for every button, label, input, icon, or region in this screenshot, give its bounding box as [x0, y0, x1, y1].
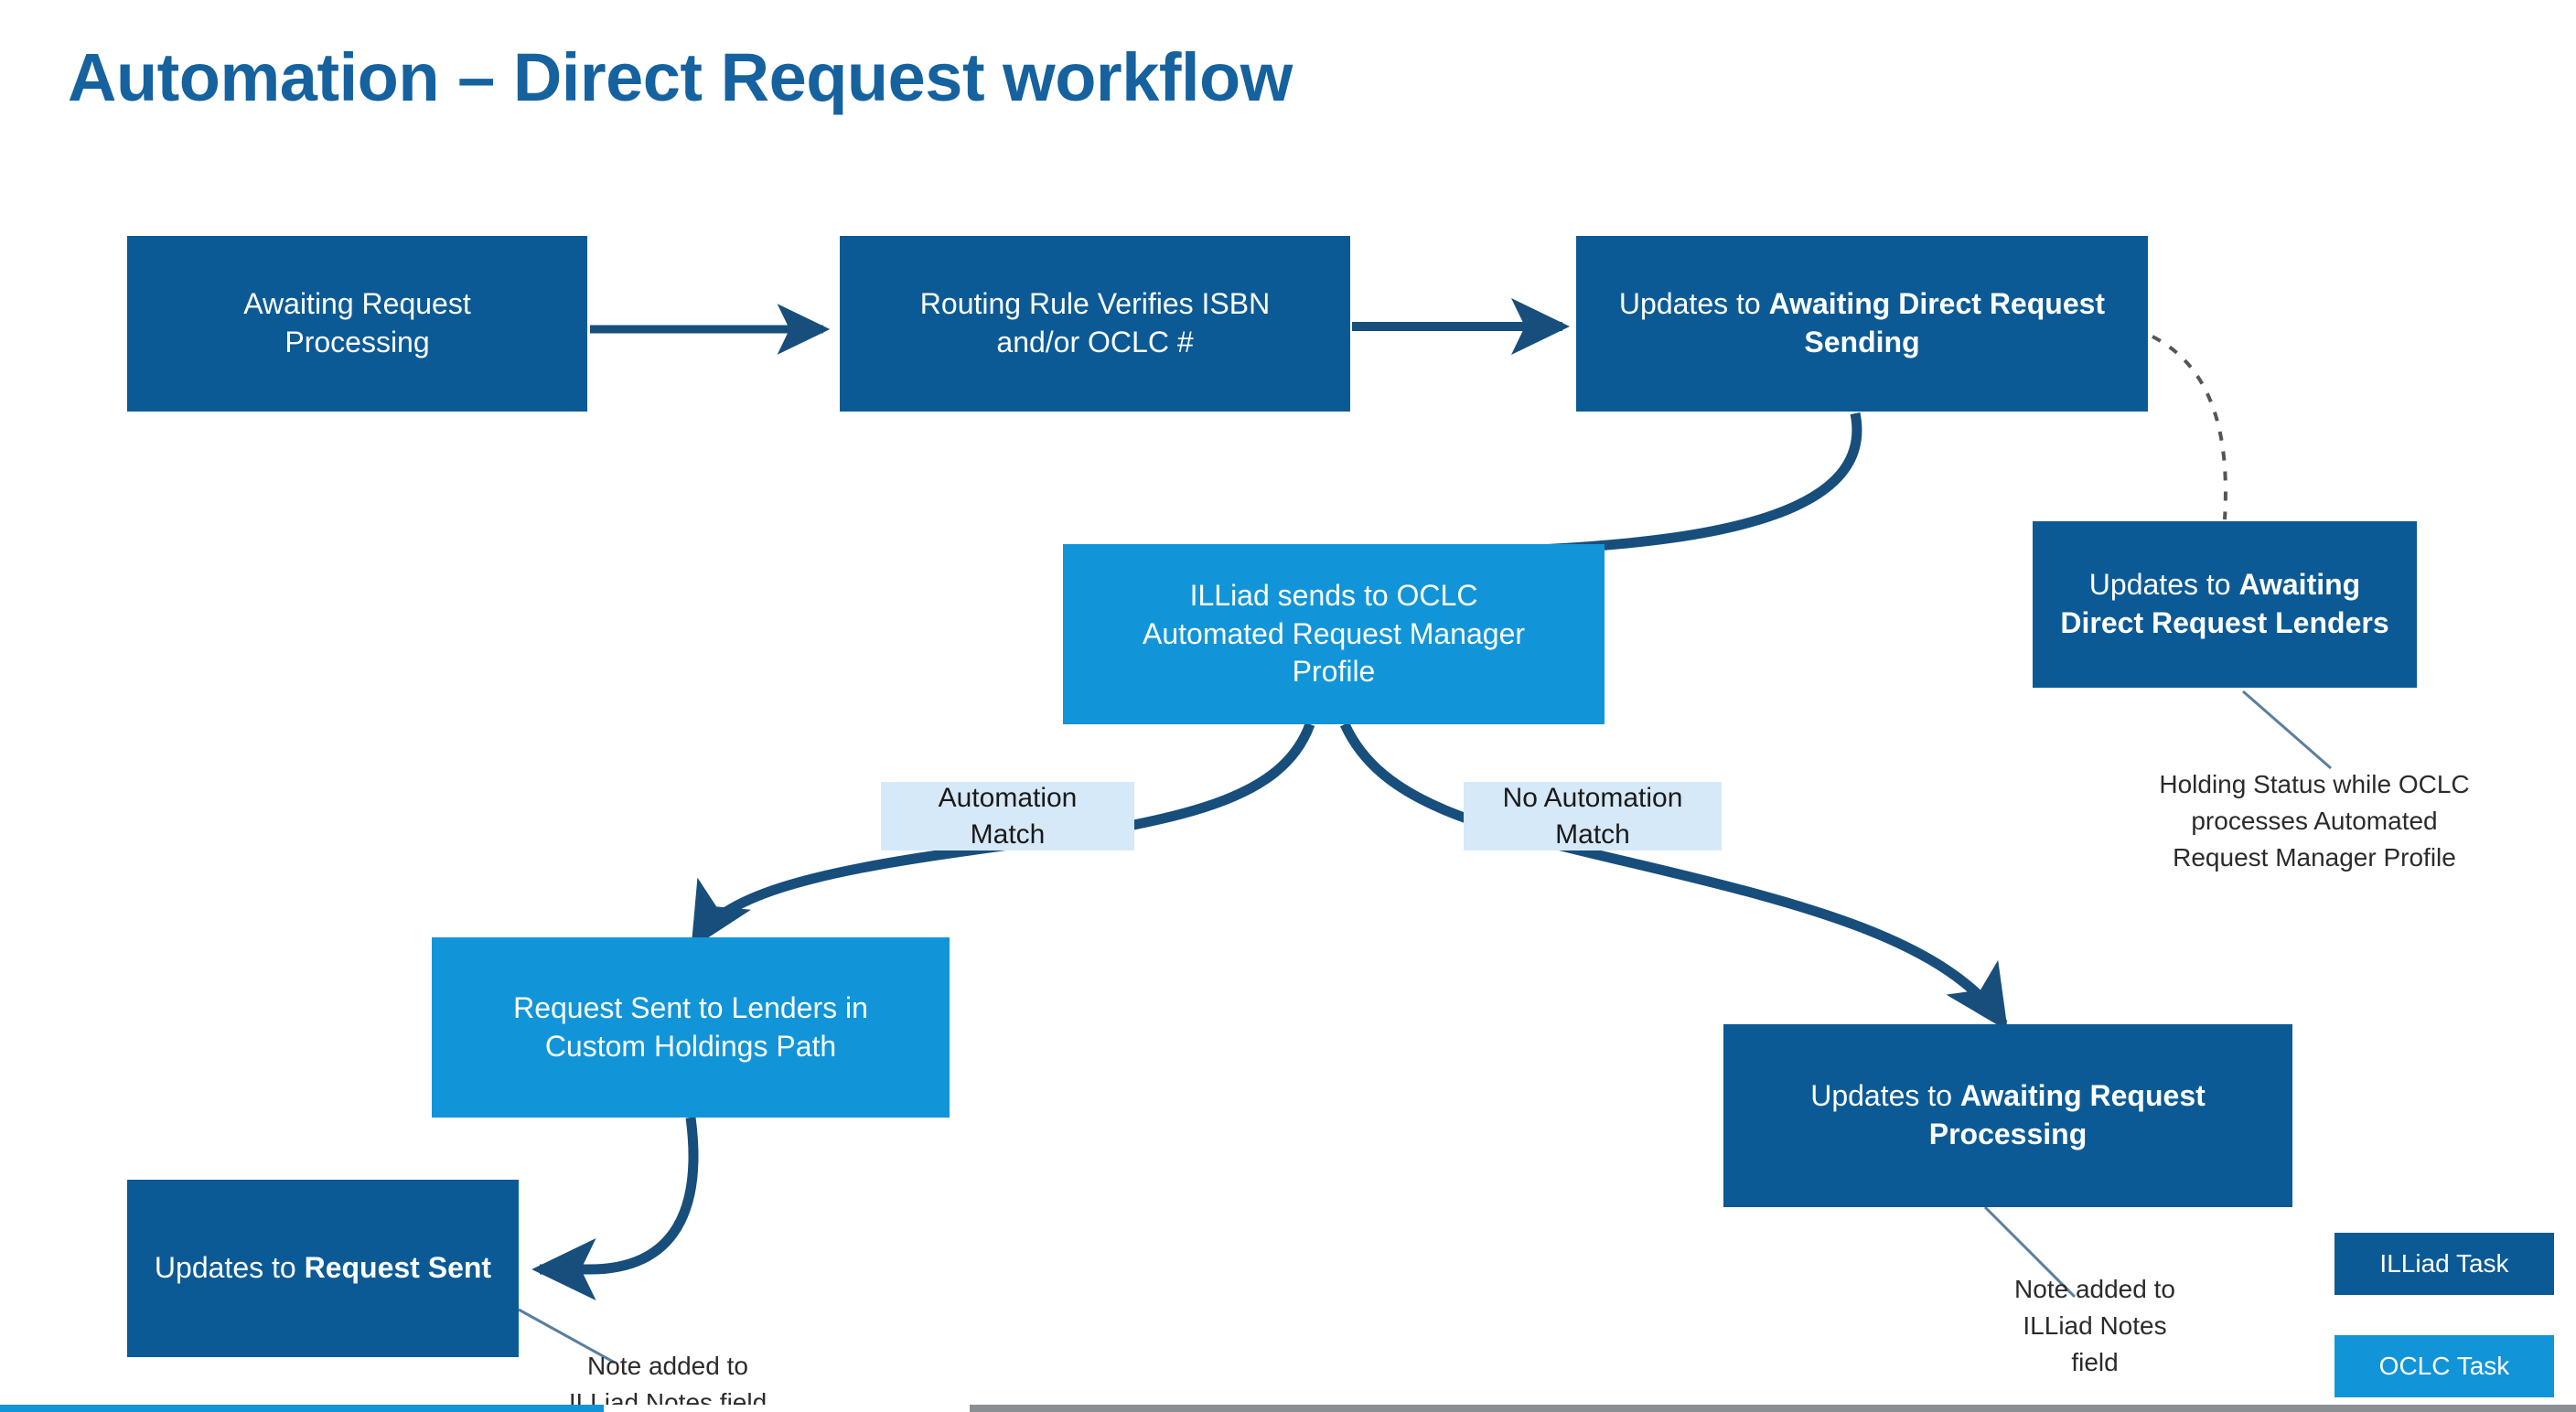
node-bold: Request Sent [304, 1251, 492, 1285]
node-line-1: Request Sent to Lenders in [513, 990, 868, 1024]
node-updates-awaiting-request-processing[interactable]: Updates to Awaiting Request Processing [1723, 1024, 2292, 1207]
node-awaiting-direct-request-lenders[interactable]: Updates to Awaiting Direct Request Lende… [2033, 521, 2417, 688]
slide-bottom-bar [0, 1405, 2576, 1412]
node-line-2: Automated Request Manager [1142, 616, 1526, 650]
annotation-holding-status: Holding Status while OCLC processes Auto… [2159, 770, 2470, 872]
node-line-3: Profile [1292, 655, 1376, 689]
annotation-note-left: Note added to ILLiad Notes field [568, 1352, 767, 1412]
node-line-1: Routing Rule Verifies ISBN [919, 287, 1271, 321]
arrow-no-automation-match [1339, 722, 2008, 1032]
node-line-2: Processing [284, 326, 430, 358]
node-routing-rule[interactable]: Routing Rule Verifies ISBN and/or OCLC # [840, 236, 1350, 412]
node-prefix: Updates to [1810, 1079, 1960, 1113]
node-prefix: Updates to [2088, 568, 2239, 602]
node-prefix: Updates to [1618, 287, 1769, 321]
branch-label-automation-match: Automation Match [881, 782, 1134, 850]
legend-illiad-task: ILLiad Task [2334, 1233, 2554, 1295]
arrow-lenders-to-request-sent [531, 1117, 699, 1301]
node-line-1: Awaiting Request [243, 287, 471, 321]
node-line-2: and/or OCLC # [996, 326, 1194, 358]
branch-label-text: No Automation Match [1502, 782, 1683, 850]
branch-label-no-automation-match: No Automation Match [1464, 782, 1722, 850]
node-awaiting-direct-request-sending[interactable]: Updates to Awaiting Direct Request Sendi… [1576, 236, 2148, 412]
legend-label: ILLiad Task [2379, 1249, 2509, 1278]
bottom-bar-segment-gap [604, 1405, 970, 1412]
node-request-sent-to-lenders[interactable]: Request Sent to Lenders in Custom Holdin… [432, 937, 950, 1118]
leader-holding-status [2242, 690, 2332, 770]
node-prefix: Updates to [154, 1251, 305, 1285]
legend-oclc-task: OCLC Task [2334, 1335, 2554, 1397]
node-line-1: ILLiad sends to OCLC [1189, 579, 1478, 613]
dotted-sending-to-lenders [2152, 335, 2227, 520]
node-line-2: Custom Holdings Path [544, 1029, 837, 1063]
node-bold: Awaiting Request Processing [1928, 1079, 2206, 1150]
bottom-bar-segment-right [970, 1405, 2576, 1412]
legend-label: OCLC Task [2378, 1352, 2510, 1380]
branch-label-text: Automation Match [938, 782, 1078, 850]
node-illiad-sends-to-oclc[interactable]: ILLiad sends to OCLC Automated Request M… [1063, 544, 1605, 724]
node-bold: Awaiting Direct Request Sending [1768, 287, 2106, 358]
node-awaiting-request-processing[interactable]: Awaiting Request Processing [127, 236, 587, 412]
annotation-note-right: Note added to ILLiad Notes field [2014, 1275, 2175, 1376]
node-updates-request-sent[interactable]: Updates to Request Sent [127, 1180, 519, 1357]
page-title: Automation – Direct Request workflow [68, 39, 1293, 115]
bottom-bar-segment-left [0, 1405, 604, 1412]
node-bold: Awaiting Direct Request Lenders [2060, 568, 2389, 639]
